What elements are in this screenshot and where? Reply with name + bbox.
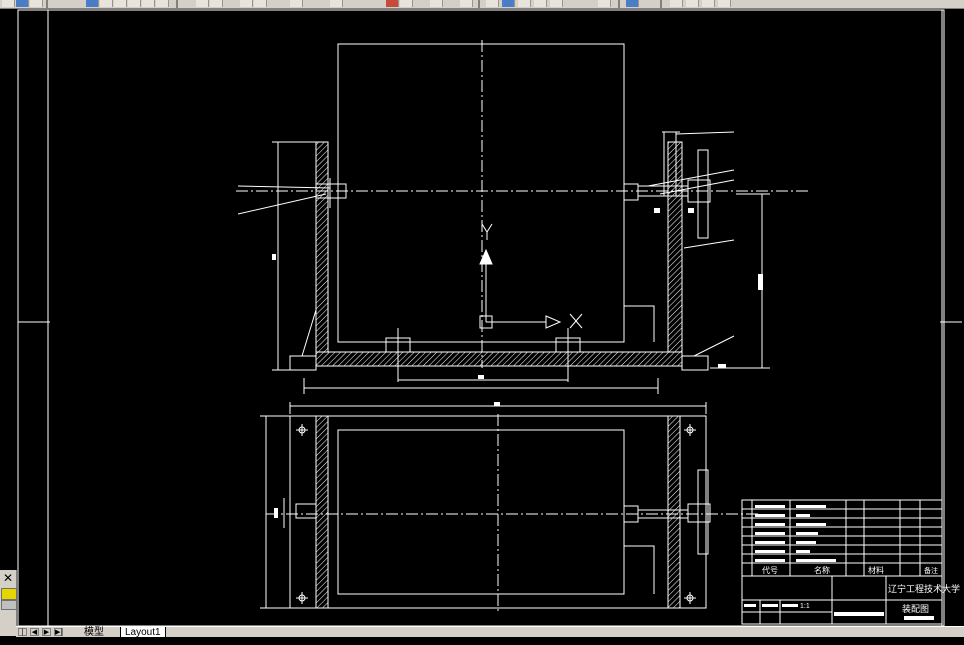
title-header-code: 代号: [762, 565, 778, 575]
design-center-icon[interactable]: [400, 0, 413, 7]
layer-state-icon[interactable]: [670, 0, 683, 7]
close-icon[interactable]: ✕: [2, 571, 14, 585]
title-header-material: 材料: [868, 565, 884, 575]
properties-icon[interactable]: [386, 0, 399, 7]
toolbar-separator: [478, 0, 480, 8]
open-icon[interactable]: [16, 0, 29, 7]
palette-swatch: [1, 600, 17, 610]
toolbar-separator: [176, 0, 178, 8]
title-header-remark: 备注: [924, 566, 938, 575]
drawing-frame: [47, 9, 943, 626]
layer-on-icon[interactable]: [686, 0, 699, 7]
block-icon[interactable]: [534, 0, 547, 7]
tool-palette-tab[interactable]: ✕: [0, 570, 17, 636]
palette-swatch: [1, 588, 17, 600]
zoom-window-icon[interactable]: [290, 0, 303, 7]
layer-freeze-icon[interactable]: [702, 0, 715, 7]
nav-first-icon[interactable]: |◀: [18, 628, 27, 644]
ucs-y-label: Y: [482, 225, 490, 239]
tab-layout1[interactable]: Layout1: [120, 627, 166, 638]
copy-icon[interactable]: [142, 0, 155, 7]
print-icon[interactable]: [86, 0, 99, 7]
paste-icon[interactable]: [156, 0, 169, 7]
preview-icon[interactable]: [100, 0, 113, 7]
grid-icon[interactable]: [598, 0, 611, 7]
sheet-set-icon[interactable]: [460, 0, 473, 7]
pan-icon[interactable]: [240, 0, 253, 7]
tab-model[interactable]: 模型: [84, 627, 104, 638]
toolbar-separator: [46, 0, 48, 8]
layer-icon[interactable]: [518, 0, 531, 7]
top-toolbar: [0, 0, 964, 9]
calculator-icon[interactable]: [502, 0, 515, 7]
table-icon[interactable]: [550, 0, 563, 7]
save-icon[interactable]: [30, 0, 43, 7]
drawing-canvas[interactable]: 代号 名称 材料 备注 辽宁工程技术大学 装配图 1:1 X Y: [0, 8, 964, 626]
nav-last-icon[interactable]: ▶|: [54, 628, 63, 636]
publish-icon[interactable]: [114, 0, 127, 7]
toolbar-separator: [618, 0, 620, 8]
title-drawing-name: 装配图: [902, 603, 929, 614]
new-file-icon[interactable]: [2, 0, 15, 7]
zoom-icon[interactable]: [254, 0, 267, 7]
layout-tab-bar: |◀ ◀ ▶ ▶| 模型 Layout1: [16, 626, 964, 644]
title-scale: 1:1: [800, 603, 810, 610]
nav-next-icon[interactable]: ▶: [42, 628, 51, 636]
title-university: 辽宁工程技术大学: [888, 583, 960, 594]
redo-icon[interactable]: [210, 0, 223, 7]
zoom-previous-icon[interactable]: [330, 0, 343, 7]
workpiece-outline: [337, 43, 625, 343]
layer-lock-icon[interactable]: [718, 0, 731, 7]
help-icon[interactable]: [626, 0, 639, 7]
nav-prev-icon[interactable]: ◀: [30, 628, 39, 636]
cut-icon[interactable]: [128, 0, 141, 7]
toolbar-separator: [660, 0, 662, 8]
title-header-name: 名称: [814, 565, 830, 575]
tool-palettes-icon[interactable]: [430, 0, 443, 7]
title-block: [741, 499, 943, 625]
markup-icon[interactable]: [486, 0, 499, 7]
undo-icon[interactable]: [196, 0, 209, 7]
